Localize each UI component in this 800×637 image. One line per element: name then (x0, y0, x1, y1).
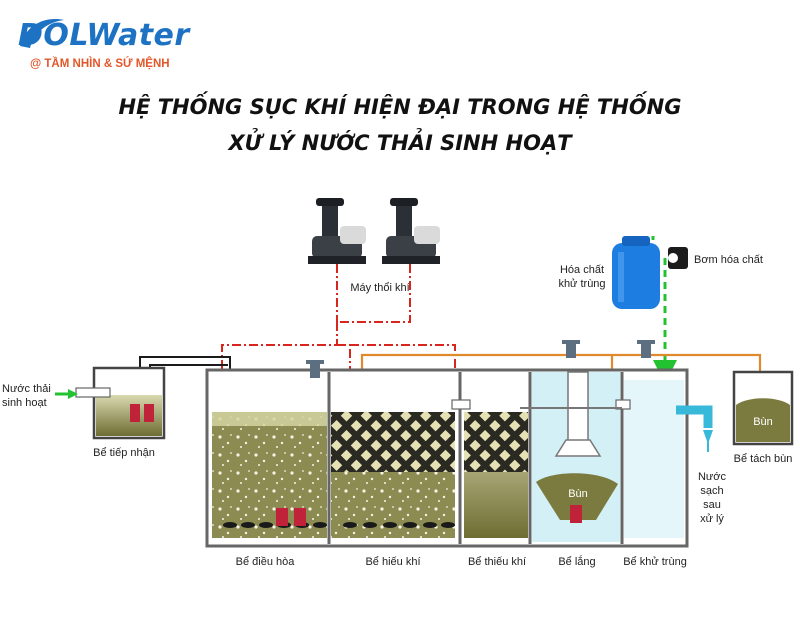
chemical-label-1: Hóa chất (560, 264, 604, 276)
brand-name: DOLWater (18, 18, 190, 53)
blower-label: Máy thổi khí (350, 282, 409, 294)
receiving-tank (75, 366, 166, 440)
main-tank-train (205, 368, 713, 548)
outlet-label-2: sạch (700, 485, 723, 497)
page-title-line-2: XỬ LÝ NƯỚC THẢI SINH HOẠT (228, 131, 572, 155)
tank-label-thickener: Bể tách bùn (734, 453, 793, 465)
tank-label-settling: Bể lắng (558, 555, 595, 568)
outlet-label-4: xử lý (700, 513, 724, 525)
tank-label-receiving: Bể tiếp nhận (93, 447, 155, 459)
sludge-thickener-tank (732, 370, 794, 446)
tank-label-equalization: Bể điều hòa (236, 556, 296, 568)
chemical-tank (612, 236, 660, 309)
inlet-label-1: Nước thải (2, 383, 51, 395)
page-title-line-1: HỆ THỐNG SỤC KHÍ HIỆN ĐẠI TRONG HỆ THỐNG (118, 95, 682, 119)
outlet-label-3: sau (703, 499, 721, 511)
thickener-sludge-label: Bùn (753, 416, 773, 428)
dosing-pump-label: Bơm hóa chất (694, 254, 763, 266)
settling-sludge-label: Bùn (568, 488, 588, 500)
tank-label-aerobic: Bể hiếu khí (365, 556, 420, 568)
valve-icons (306, 340, 655, 378)
chemical-label-2: khử trùng (558, 278, 605, 290)
air-blower-2 (382, 198, 440, 264)
water-drop-icon (20, 19, 64, 48)
tank-label-disinfection: Bể khử trùng (623, 556, 687, 568)
brand-tagline: @ TẦM NHÌN & SỨ MỆNH (30, 58, 170, 70)
logo: DOLWater @ TẦM NHÌN & SỨ MỆNH (12, 10, 242, 80)
tank-label-anoxic: Bể thiếu khí (468, 556, 526, 568)
dosing-pump-icon (668, 247, 688, 269)
inlet-label-2: sinh hoạt (2, 397, 47, 409)
chemical-dosing-line (651, 236, 667, 370)
air-blower-1 (308, 198, 366, 264)
outlet-label-1: Nước (698, 471, 727, 483)
